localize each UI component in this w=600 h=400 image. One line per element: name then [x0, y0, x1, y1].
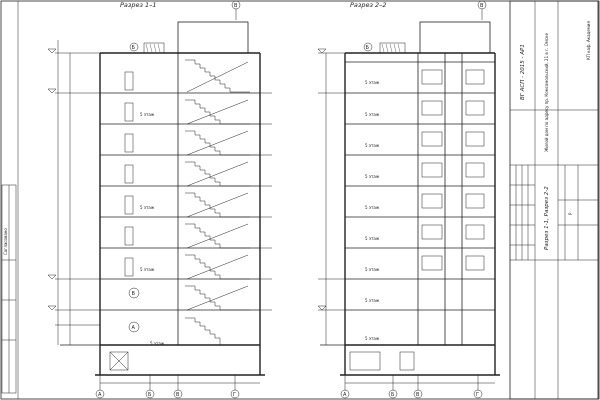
section-2-basement: [320, 344, 500, 376]
project-code: ВГ АСП - 2015 - АР1: [520, 44, 526, 100]
title-block-grid: [510, 165, 598, 260]
svg-text:А: А: [132, 325, 136, 331]
svg-text:В: В: [176, 392, 180, 398]
section-2-windows: [421, 69, 485, 271]
title-block: ВГ АСП - 2015 - АР1 Жилой дом по адресу …: [509, 0, 599, 400]
section-2-machine-room: [419, 21, 491, 54]
left-stamp-label: Согласовано: [3, 228, 8, 255]
stage: Р: [568, 212, 573, 215]
svg-text:5 этаж: 5 этаж: [365, 205, 380, 210]
section-1-floor-labels: 5 этаж 5 этаж 5 этаж 5 этаж: [140, 112, 165, 346]
section-2-title: Разрез 2–2: [350, 1, 387, 9]
section-1-right-level-marks: [260, 92, 272, 311]
section-1-stairs: [185, 59, 250, 345]
svg-text:Г: Г: [476, 392, 479, 398]
left-stamp: Согласовано: [1, 184, 17, 394]
section-2-floor-labels: 5 этаж 5 этаж 5 этаж 5 этаж 5 этаж 5 эта…: [365, 80, 380, 341]
section-2-axes-bottom: А Б В Г: [340, 375, 495, 399]
section-1-level-marks: [47, 40, 100, 345]
org: КП каф. Академия: [586, 21, 591, 60]
section-1-machine-room: [177, 21, 249, 54]
section-1-floors: [100, 92, 260, 346]
sheet-name: Разрез 1-1, Разрез 2-2: [544, 186, 550, 250]
section-1-axis-b-mark: [129, 42, 139, 52]
svg-text:В: В: [234, 3, 238, 9]
svg-text:5 этаж: 5 этаж: [365, 298, 380, 303]
svg-text:5 этаж: 5 этаж: [365, 267, 380, 272]
section-2-axis-b-mark: [363, 42, 373, 52]
svg-text:5 этаж: 5 этаж: [365, 112, 380, 117]
section-2-axis-top: В: [477, 0, 487, 20]
section-1-1: Разрез 1–1 В Б: [47, 0, 272, 399]
svg-text:В: В: [132, 291, 136, 297]
svg-text:Г: Г: [233, 392, 236, 398]
project-name: Жилой дом по адресу пр. Комсомольский, 2…: [544, 33, 549, 152]
section-2-level-marks: [317, 48, 345, 345]
section-1-axes-bottom: А Б В Г: [95, 375, 260, 399]
svg-text:5 этаж: 5 этаж: [365, 236, 380, 241]
svg-text:5 этаж: 5 этаж: [365, 174, 380, 179]
svg-text:В: В: [480, 3, 484, 9]
svg-text:5 этаж: 5 этаж: [150, 341, 165, 346]
svg-text:5 этаж: 5 этаж: [365, 336, 380, 341]
svg-text:Б: Б: [132, 45, 136, 51]
svg-text:Б: Б: [391, 392, 395, 398]
section-1-roof-hatch: [145, 43, 161, 53]
svg-text:Б: Б: [148, 392, 152, 398]
svg-text:А: А: [98, 392, 102, 398]
section-1-doors: [124, 71, 134, 277]
svg-text:5 этаж: 5 этаж: [365, 143, 380, 148]
svg-text:В: В: [416, 392, 420, 398]
section-1-roof-parapet: [143, 42, 165, 54]
svg-text:5 этаж: 5 этаж: [140, 205, 155, 210]
svg-text:Б: Б: [366, 45, 370, 51]
section-1-axis-a-mark: [128, 321, 140, 333]
svg-text:А: А: [343, 392, 347, 398]
svg-text:5 этаж: 5 этаж: [140, 267, 155, 272]
section-2-roof-parapet: [379, 42, 406, 54]
section-1-axis-top: В: [231, 0, 241, 20]
section-1-basement: [60, 344, 265, 376]
section-2-2: Разрез 2–2 В Б: [317, 0, 500, 399]
section-1-title: Разрез 1–1: [120, 1, 157, 9]
section-1-axis-v-mark: [128, 287, 140, 299]
section-2-roof-hatch: [381, 43, 401, 53]
svg-text:5 этаж: 5 этаж: [365, 80, 380, 85]
svg-text:5 этаж: 5 этаж: [140, 112, 155, 117]
section-2-floors: [345, 61, 495, 346]
